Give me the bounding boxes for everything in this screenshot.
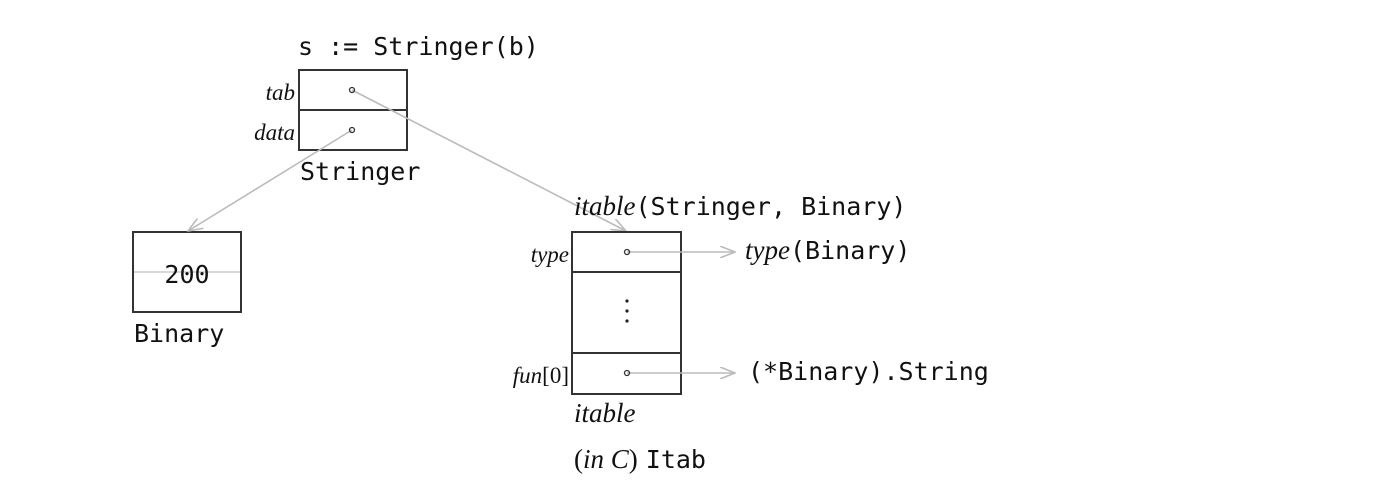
itab-c-caption: (in C)Itab	[574, 444, 706, 474]
statement: s := Stringer(b)	[298, 32, 539, 61]
binary-label: Binary	[134, 319, 224, 348]
itable-title: itable(Stringer, Binary)	[574, 191, 906, 221]
binary-value-text: 200	[164, 260, 209, 289]
data-pointer-arrow	[188, 129, 353, 231]
stringer-label: Stringer	[300, 157, 420, 186]
type-pointer-dot	[623, 248, 631, 256]
fun-target: (*Binary).String	[748, 357, 989, 386]
field-type-label: type	[531, 242, 569, 267]
itable-caption: itable	[574, 398, 636, 428]
tab-pointer-arrow	[351, 89, 626, 231]
fun0-pointer-dot	[623, 369, 631, 377]
field-data-label: data	[254, 120, 295, 145]
stringer-struct: tab data Stringer	[254, 69, 420, 186]
data-pointer-dot	[348, 126, 356, 134]
binary-value: 200 Binary	[132, 231, 242, 348]
itable-struct: type fun[0]	[513, 231, 735, 395]
tab-pointer-dot	[348, 86, 356, 94]
field-tab-label: tab	[266, 80, 295, 105]
field-fun0-label: fun[0]	[513, 363, 569, 388]
type-target: type(Binary)	[745, 235, 910, 265]
